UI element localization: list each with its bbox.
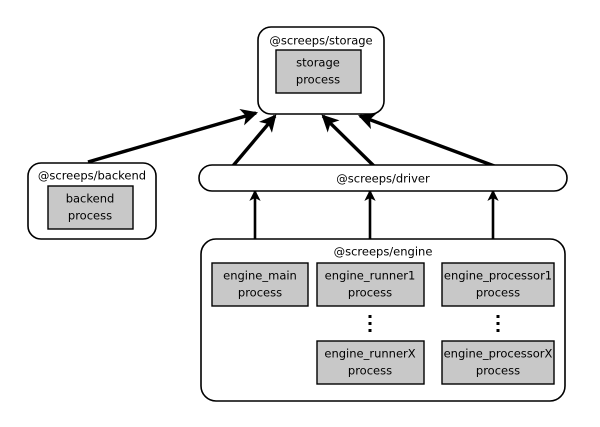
- engine-runnerX-label-line2: process: [348, 364, 392, 378]
- storage-process-box[interactable]: [275, 49, 362, 94]
- engine-main-label-line1: engine_main: [223, 269, 297, 283]
- node-storage[interactable]: @screeps/storage storage process: [257, 26, 385, 115]
- storage-group-label: @screeps/storage: [269, 34, 372, 48]
- driver-group-label: @screeps/driver: [336, 172, 430, 186]
- backend-process-box[interactable]: [47, 185, 134, 230]
- edge-layer: [87, 109, 499, 239]
- engine-processorX-process-box[interactable]: [441, 340, 555, 385]
- engine-runner1-label-line2: process: [348, 286, 392, 300]
- node-driver[interactable]: @screeps/driver: [198, 164, 568, 192]
- edge-driver-to-storage-middle: [321, 114, 377, 169]
- edge-backend-to-storage: [87, 109, 259, 164]
- storage-process-label-line2: process: [296, 73, 340, 87]
- runner-ellipsis-icon: [368, 315, 372, 332]
- backend-process-label-line1: backend: [66, 192, 115, 206]
- engine-runnerX-label-line1: engine_runnerX: [324, 347, 415, 361]
- engine-group-label: @screeps/engine: [334, 245, 433, 259]
- engine-runner1-process-box[interactable]: [316, 262, 425, 307]
- node-backend[interactable]: @screeps/backend backend process: [27, 162, 157, 240]
- driver-container[interactable]: [198, 164, 568, 192]
- processor-ellipsis-icon: [496, 315, 500, 332]
- engine-processor1-label-line1: engine_processor1: [444, 269, 552, 283]
- engine-runner1-label-line1: engine_runner1: [325, 269, 416, 283]
- edge-driver-to-storage-left: [230, 114, 277, 169]
- engine-processor1-process-box[interactable]: [441, 262, 555, 307]
- engine-runnerX-process-box[interactable]: [316, 340, 425, 385]
- engine-main-process-box[interactable]: [211, 262, 309, 307]
- backend-group-label: @screeps/backend: [38, 169, 146, 183]
- engine-processorX-label-line2: process: [476, 364, 520, 378]
- storage-process-label-line1: storage: [296, 56, 340, 70]
- engine-main-label-line2: process: [238, 286, 282, 300]
- backend-process-label-line2: process: [68, 209, 112, 223]
- edge-driver-to-storage-right: [358, 113, 498, 169]
- engine-processor1-label-line2: process: [476, 286, 520, 300]
- engine-processorX-label-line1: engine_processorX: [444, 347, 553, 361]
- node-engine[interactable]: @screeps/engine engine_main process engi…: [200, 238, 566, 402]
